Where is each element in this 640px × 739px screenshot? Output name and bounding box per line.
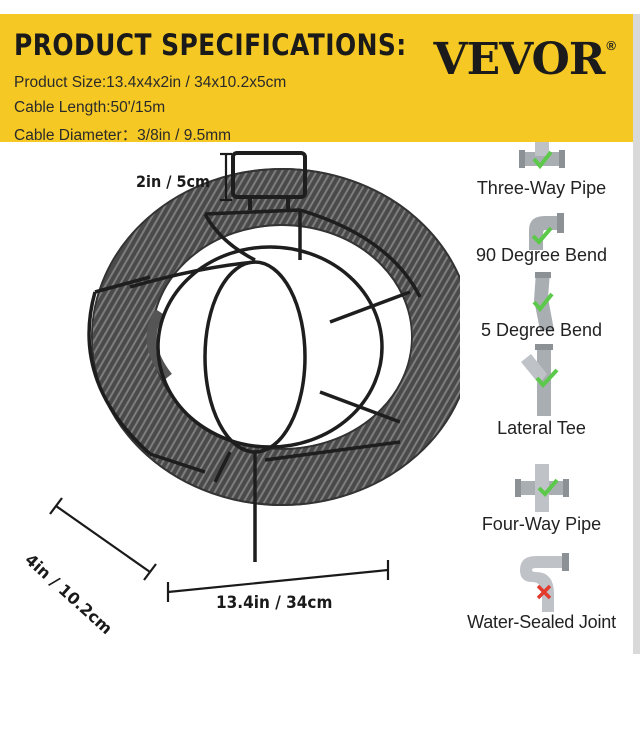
pipe-label: Three-Way Pipe bbox=[476, 178, 607, 198]
spec-cable-diameter: Cable Diameter：3/8in / 9.5mm bbox=[14, 127, 232, 144]
pipe-label: Lateral Tee bbox=[497, 418, 586, 438]
pipe-label: 90 Degree Bend bbox=[475, 245, 608, 265]
vevor-logo: VEVOR® bbox=[433, 34, 615, 85]
banner-title: PRODUCT SPECIFICATIONS: bbox=[14, 28, 407, 62]
water-sealed-joint-icon bbox=[519, 553, 569, 612]
height-dimension-label: 2in / 5cm bbox=[136, 172, 211, 191]
four-way-pipe-icon bbox=[514, 464, 569, 512]
lateral-tee-pipe-icon bbox=[520, 344, 558, 416]
spec-cable-length: Cable Length:50'/15m bbox=[14, 99, 166, 116]
spec-banner: PRODUCT SPECIFICATIONS: VEVOR® Product S… bbox=[0, 14, 633, 144]
elbow-90-pipe-icon bbox=[528, 213, 564, 250]
pipe-label: Water-Sealed Joint bbox=[467, 612, 616, 632]
three-way-pipe-icon bbox=[518, 142, 565, 170]
drain-cable-coil-image bbox=[49, 151, 460, 602]
top-strip bbox=[0, 0, 640, 14]
pipe-label: 5 Degree Bend bbox=[480, 320, 603, 340]
bend-5-pipe-icon bbox=[531, 272, 554, 330]
spec-product-size: Product Size:13.4x4x2in / 34x10.2x5cm bbox=[14, 74, 287, 91]
width-dimension-label: 13.4in / 34cm bbox=[216, 593, 333, 613]
right-edge-bar bbox=[633, 14, 640, 654]
logo-text: VEVOR bbox=[433, 34, 605, 85]
registered-mark: ® bbox=[606, 38, 616, 53]
pipe-label: Four-Way Pipe bbox=[481, 514, 602, 534]
pipe-compatibility-list: Three-Way Pipe 90 Degree Bend 5 Degree B… bbox=[450, 142, 633, 642]
